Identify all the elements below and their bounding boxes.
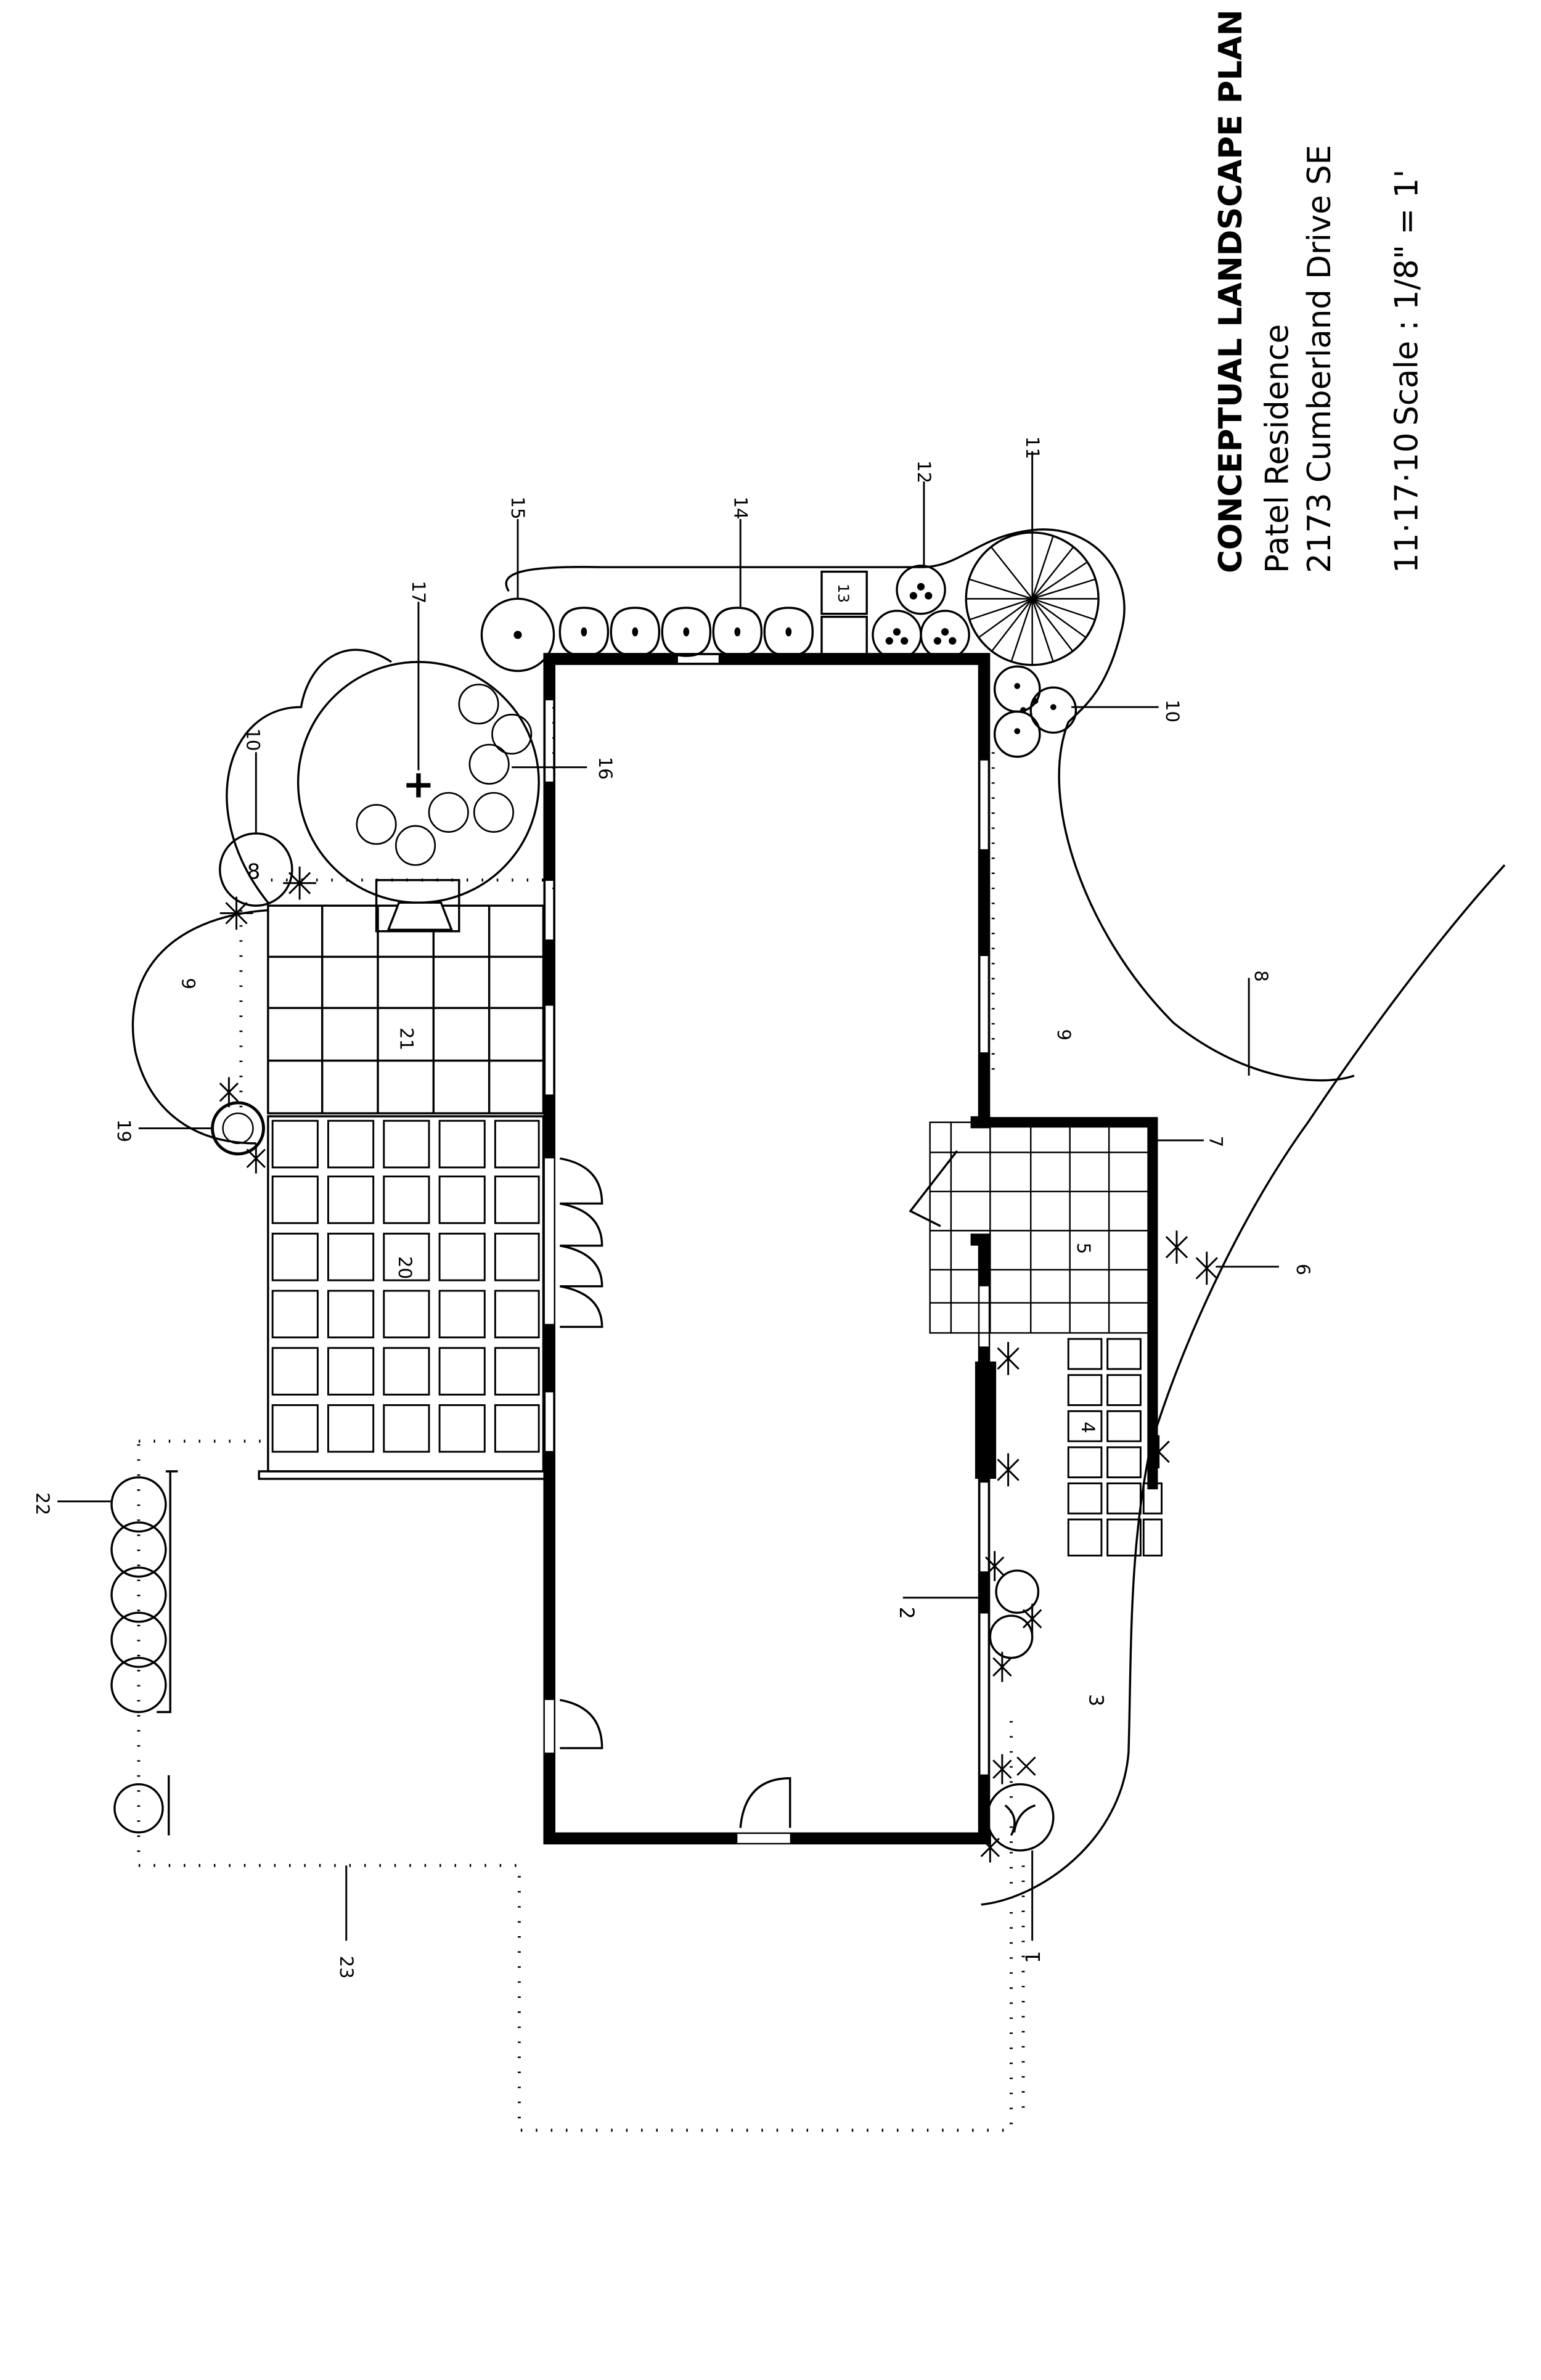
plant-10-symbol — [993, 665, 1077, 758]
patio-21-pavers — [267, 879, 545, 1114]
callout-9a: 9 — [1053, 1029, 1074, 1041]
callout-12: 12 — [914, 460, 934, 483]
callout-15: 15 — [507, 496, 528, 519]
callout-3: 3 — [1084, 1694, 1106, 1706]
plan-date: 11·17·10 — [1388, 433, 1425, 573]
callout-8: 8 — [1251, 970, 1272, 982]
callout-13: 13 — [835, 584, 852, 603]
plant-13-symbol — [820, 570, 868, 657]
callout-6: 6 — [1293, 1264, 1314, 1275]
callout-17: 17 — [408, 581, 429, 603]
plant-2-symbol — [989, 1569, 1040, 1659]
walk-4-pavers — [1067, 1338, 1163, 1557]
callout-20: 20 — [394, 1256, 415, 1279]
site-address: 2173 Cumberland Drive SE — [1301, 145, 1338, 573]
landing-5-pavers — [929, 1117, 1158, 1490]
title-block: CONCEPTUAL LANDSCAPE PLAN Patel Residenc… — [1212, 9, 1426, 573]
plant-1-symbol — [986, 1783, 1055, 1852]
plan-scale: Scale : 1/8" = 1' — [1388, 170, 1425, 426]
plant-15-symbol — [480, 597, 555, 673]
callout-leaders — [57, 451, 1279, 1941]
callout-5: 5 — [1073, 1243, 1094, 1254]
callout-1: 1 — [1023, 1951, 1045, 1963]
dotted-boundary — [137, 661, 1025, 2132]
perennial-stars — [219, 866, 1218, 1863]
callout-21: 21 — [396, 1028, 417, 1050]
svg-text:8: 8 — [247, 859, 261, 884]
callout-22: 22 — [32, 1492, 53, 1515]
plant-18-symbol: 8 — [219, 832, 293, 907]
plant-16-symbol — [356, 684, 533, 866]
callout-19: 19 — [113, 1119, 134, 1142]
plant-11-symbol — [965, 531, 1100, 666]
patio-20-pavers — [258, 1115, 549, 1480]
callout-10b: 10 — [243, 728, 264, 751]
house-footprint — [543, 653, 991, 1845]
plant-22-symbol — [110, 1470, 178, 1836]
callout-14: 14 — [730, 496, 751, 519]
callout-16: 16 — [595, 757, 616, 780]
callout-7: 7 — [1206, 1136, 1227, 1148]
callout-10a: 10 — [1162, 700, 1183, 722]
plant-19-symbol — [211, 1101, 265, 1156]
plant-14-symbol — [558, 607, 814, 657]
callout-4: 4 — [1077, 1421, 1098, 1433]
client-name: Patel Residence — [1259, 324, 1296, 573]
callout-2: 2 — [895, 1607, 917, 1619]
callout-9b: 9 — [178, 978, 199, 989]
plan-title: CONCEPTUAL LANDSCAPE PLAN — [1212, 9, 1249, 573]
callout-23: 23 — [336, 1956, 357, 1979]
callout-11: 11 — [1022, 436, 1043, 459]
callout-labels: 1 2 3 4 5 6 7 8 9 9 10 10 11 12 13 14 15… — [32, 436, 1314, 1979]
plant-12-symbol — [872, 564, 970, 660]
